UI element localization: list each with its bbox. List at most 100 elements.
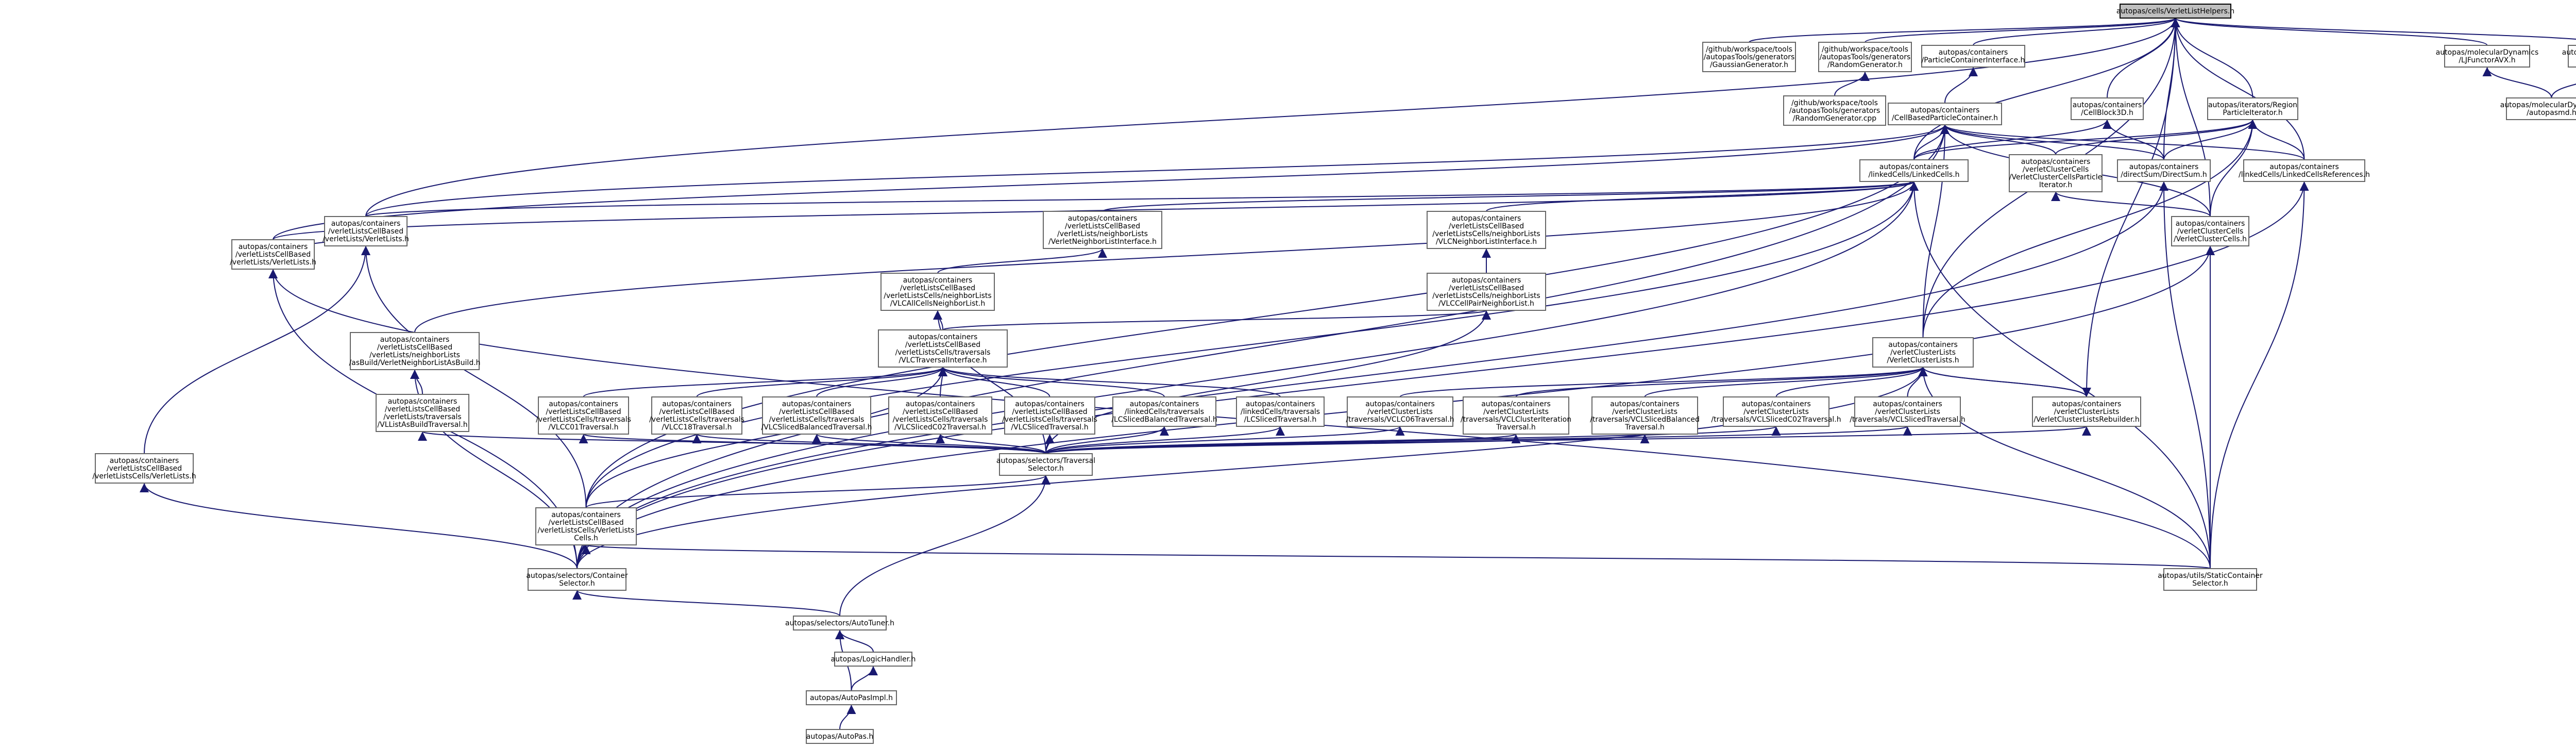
node-autopasimpl[interactable]: autopas/AutoPasImpl.h	[806, 690, 897, 705]
edge-vllh-to-vcc	[2171, 18, 2211, 217]
node-label-line: autopas/containers	[1130, 400, 1199, 408]
node-asbuild[interactable]: autopas/containers/verletListsCellBased/…	[349, 332, 481, 370]
node-label-line: /CellBasedParticleContainer.h	[1892, 114, 1998, 122]
node-vllhb[interactable]: autopas/containers/verletListsCellBased/…	[323, 216, 409, 246]
node-label-line: /verletListsCellBased	[1012, 408, 1087, 416]
node-label-line: autopas/containers	[110, 457, 179, 465]
node-vlasbuildtrav[interactable]: autopas/containers/verletListsCellBased/…	[376, 394, 469, 432]
node-label-line: Traversal.h	[1624, 423, 1665, 431]
node-box	[2207, 97, 2298, 120]
node-randgencpp[interactable]: /github/workspace/tools/autopasTools/gen…	[1783, 95, 1886, 126]
node-box	[376, 394, 469, 432]
node-label-line: /VLCSlicedC02Traversal.h	[894, 423, 986, 431]
node-cbpc[interactable]: autopas/containers/CellBasedParticleCont…	[1888, 103, 2002, 125]
node-box	[793, 616, 887, 630]
node-vlcellsh[interactable]: autopas/containers/verletListsCellBased/…	[535, 507, 637, 545]
edge-cbio-to-directsum	[2103, 119, 2164, 160]
node-vcl[interactable]: autopas/containers/verletClusterLists/Ve…	[1872, 337, 1974, 368]
node-vlcslicedc02[interactable]: autopas/containers/verletListsCellBased/…	[888, 396, 992, 435]
node-randgen[interactable]: /github/workspace/tools/autopasTools/gen…	[1818, 42, 1912, 72]
node-tuner[interactable]: autopas/selectors/AutoTuner.h	[785, 616, 894, 630]
node-box	[834, 652, 912, 667]
node-vlnli[interactable]: autopas/containers/verletListsCellBased/…	[1043, 211, 1162, 249]
node-logic[interactable]: autopas/LogicHandler.h	[831, 652, 916, 667]
node-label-line: /verletClusterLists	[1875, 408, 1940, 416]
node-label-line: /verletClusterLists	[1890, 348, 1956, 357]
node-label-line: autopas/containers	[662, 400, 732, 408]
node-box	[1112, 396, 1216, 427]
edge-vcl-to-vclclusteriter	[1515, 367, 1928, 397]
node-vclc06[interactable]: autopas/containers/verletClusterLists/tr…	[1346, 396, 1454, 427]
node-label-line: autopas/containers	[380, 336, 450, 344]
node-label-line: /github/workspace/tools	[1822, 45, 1908, 54]
node-label-line: /verletListsCells/traversals	[769, 416, 865, 424]
node-label-line: /verletListsCells/neighborLists	[1432, 292, 1540, 300]
node-ljf[interactable]: autopas/molecularDynamics/LJFunctor.h	[2562, 45, 2576, 68]
node-pci[interactable]: autopas/containers/ParticleContainerInte…	[1921, 45, 2025, 68]
node-box	[1783, 95, 1886, 126]
node-rpi[interactable]: autopas/iterators/RegionParticleIterator…	[2207, 97, 2298, 120]
edge-linkedcells-to-vlcellsh	[585, 181, 1919, 508]
node-lcslicedbal[interactable]: autopas/containers/linkedCells/traversal…	[1111, 396, 1217, 427]
node-gaussgen[interactable]: /github/workspace/tools/autopasTools/gen…	[1702, 42, 1796, 72]
edge-vlcellsh-to-staticsel	[583, 544, 2211, 569]
node-label-line: ParticleIterator.h	[2223, 109, 2282, 117]
node-label-line: /verletListsCellBased	[546, 408, 621, 416]
node-vlh[interactable]: autopas/containers/verletListsCellBased/…	[230, 239, 316, 270]
node-label-line: /verletListsCellBased	[377, 343, 452, 352]
node-label-line: autopas/containers	[549, 400, 618, 408]
node-vclrebuilder[interactable]: autopas/containers/verletClusterLists/Ve…	[2032, 396, 2141, 427]
edge-lcref-to-contsel	[577, 181, 2309, 569]
node-vlcslicedbal[interactable]: autopas/containers/verletListsCellBased/…	[761, 396, 872, 435]
node-linkedcells[interactable]: autopas/containers/linkedCells/LinkedCel…	[1859, 159, 1969, 182]
node-autopas[interactable]: autopas/AutoPas.h	[806, 729, 874, 744]
node-vlctrav[interactable]: autopas/containers/verletListsCellBased/…	[878, 329, 1008, 368]
node-lcref[interactable]: autopas/containers/linkedCells/LinkedCel…	[2239, 159, 2370, 182]
edge-vlctrav-to-vlcslicedbal	[816, 367, 947, 397]
node-vlcc01[interactable]: autopas/containers/verletListsCellBased/…	[536, 396, 631, 435]
node-vlcsliced[interactable]: autopas/containers/verletListsCellBased /…	[1002, 396, 1097, 435]
node-box	[1888, 103, 2002, 125]
edge-randgen-to-randgencpp	[1834, 71, 1870, 96]
node-label-line: autopas/containers	[1873, 400, 1942, 408]
node-ljfavx[interactable]: autopas/molecularDynamics/LJFunctorAVX.h	[2436, 45, 2539, 68]
node-label-line: /autopasmd.h	[2527, 109, 2576, 117]
node-cbio[interactable]: autopas/containers/CellBlock3D.h	[2071, 97, 2144, 120]
edge-cbpc-to-vccpi	[1940, 124, 2056, 155]
node-lcsliced[interactable]: autopas/containers/linkedCells/traversal…	[1236, 396, 1325, 427]
node-label-line: /verletListsCells/traversals	[536, 416, 631, 424]
node-label-line: /linkedCells/traversals	[1125, 408, 1204, 416]
node-vclclusteriter[interactable]: autopas/containers/verletClusterLists/tr…	[1461, 396, 1571, 435]
node-label-line: /VLCSlicedTraversal.h	[1011, 423, 1088, 431]
edge-vllh-to-vllhb	[365, 18, 2180, 217]
node-vclsliced[interactable]: autopas/containers/verletClusterLists/tr…	[1850, 396, 1965, 427]
node-label-line: /linkedCells/traversals	[1241, 408, 1320, 416]
node-vclslicedbal[interactable]: autopas/containers/verletClusterLists/tr…	[1590, 396, 1700, 435]
node-label-line: /VLCCellPairNeighborList.h	[1438, 300, 1534, 308]
node-label-line: /verletClusterCells	[2023, 165, 2089, 174]
node-label-line: /VerletClusterCells.h	[2174, 235, 2247, 243]
node-label-line: Selector.h	[559, 579, 595, 588]
node-label-line: /VerletClusterLists.h	[1887, 356, 1959, 364]
node-autopasmd[interactable]: autopas/molecularDynamics/autopasmd.h	[2500, 97, 2576, 120]
node-directsum[interactable]: autopas/containers/directSum/DirectSum.h	[2117, 159, 2211, 182]
node-vlcc18[interactable]: autopas/containers/verletListsCellBased/…	[649, 396, 744, 435]
node-label-line: autopas/containers	[1452, 214, 1521, 223]
node-label-line: autopas/containers	[1015, 400, 1084, 408]
node-vcc[interactable]: autopas/containers/verletClusterCells/Ve…	[2171, 216, 2249, 246]
node-vlcall[interactable]: autopas/containers/verletListsCellBased/…	[880, 273, 995, 311]
node-vllh[interactable]: autopas/cells/VerletListHelpers.h	[2116, 4, 2234, 19]
node-box	[2444, 45, 2530, 68]
node-vccpi[interactable]: autopas/containers/verletClusterCells/Ve…	[2009, 154, 2103, 192]
node-vlcells[interactable]: autopas/containers/verletListsCellBased/…	[92, 453, 196, 484]
node-vlcpair[interactable]: autopas/containers/verletListsCellBased/…	[1427, 273, 1546, 311]
edge-linkedcells-to-vlnli	[1102, 181, 1919, 212]
node-vclslicedc02[interactable]: autopas/containers/verletClusterLists/tr…	[1711, 396, 1841, 427]
edge-vlcsliced-to-travsel	[1045, 434, 1055, 454]
node-label-line: /verletListsCells/traversals	[893, 416, 988, 424]
node-label-line: /traversals/VCLClusterIteration	[1461, 416, 1571, 424]
node-vlcnli[interactable]: autopas/containers/verletListsCellBased/…	[1427, 211, 1546, 249]
